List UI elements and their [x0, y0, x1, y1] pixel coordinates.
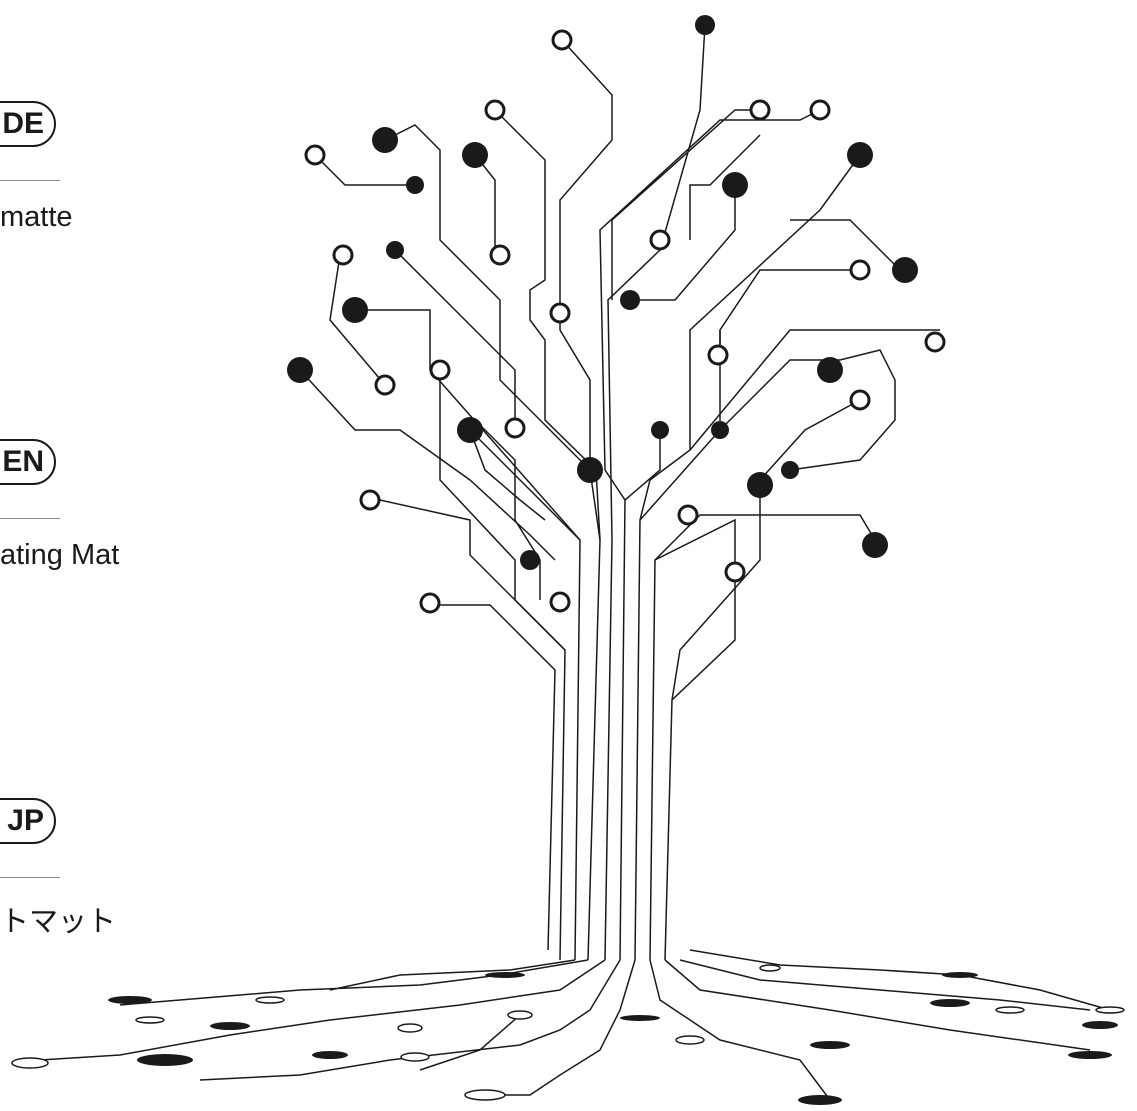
lang-badge-en: EN [0, 439, 56, 485]
lang-badge-de: DE [0, 101, 56, 147]
lang-label-de: matte [0, 201, 73, 233]
divider-de [0, 180, 60, 181]
divider-en [0, 518, 60, 519]
lang-label-jp: トマット [0, 906, 117, 938]
lang-badge-jp: JP [0, 798, 56, 844]
lang-label-en: ating Mat [0, 539, 120, 571]
divider-jp [0, 877, 60, 878]
